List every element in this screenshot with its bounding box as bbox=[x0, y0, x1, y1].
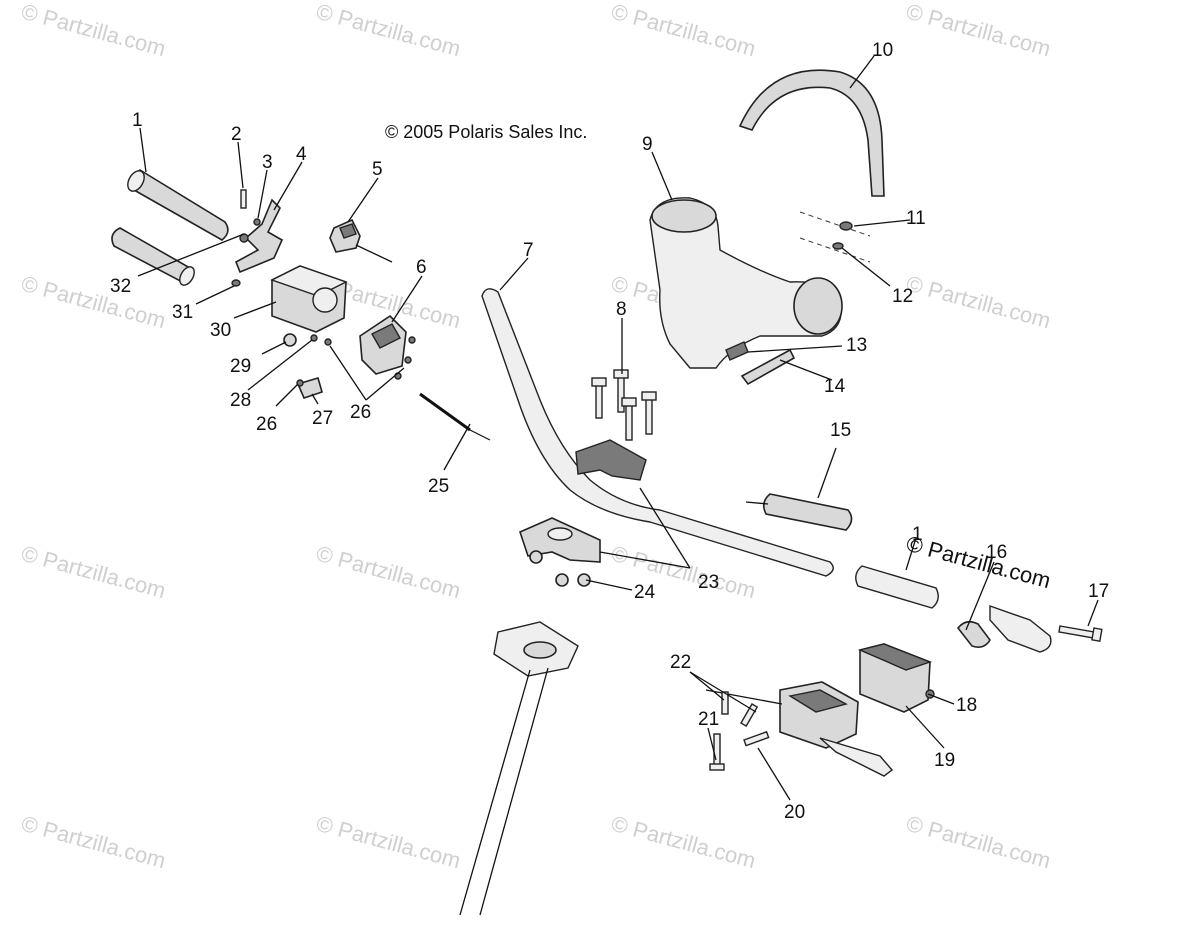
part-4-throttle-lever bbox=[234, 198, 284, 274]
callout-29: 29 bbox=[230, 356, 251, 377]
part-26-screw bbox=[324, 338, 332, 346]
callout-1-right: 1 bbox=[912, 524, 923, 545]
callout-7: 7 bbox=[523, 240, 534, 261]
callout-5: 5 bbox=[372, 159, 383, 180]
callout-11: 11 bbox=[906, 208, 926, 229]
part-29-nut bbox=[283, 333, 297, 347]
part-30-housing bbox=[270, 265, 348, 333]
watermark: © Partzilla.com bbox=[314, 0, 464, 61]
watermark: © Partzilla.com bbox=[904, 811, 1054, 874]
part-24-nut bbox=[529, 550, 543, 564]
part-20-screw bbox=[743, 730, 770, 747]
part-19-switch-housing bbox=[857, 643, 935, 713]
part-7-handlebar bbox=[481, 288, 834, 577]
part-31-nut bbox=[231, 279, 241, 287]
callout-26: 26 bbox=[350, 402, 371, 423]
watermark: © Partzilla.com bbox=[904, 0, 1054, 61]
callout-22: 22 bbox=[670, 652, 691, 673]
callout-25: 25 bbox=[428, 476, 449, 497]
callout-32: 32 bbox=[110, 276, 131, 297]
callout-4: 4 bbox=[296, 144, 307, 165]
watermark: © Partzilla.com bbox=[19, 271, 169, 334]
callout-6: 6 bbox=[416, 257, 427, 278]
watermark-dark: © Partzilla.com bbox=[904, 531, 1054, 594]
part-27-plate bbox=[296, 377, 323, 399]
callout-18: 18 bbox=[956, 695, 977, 716]
callout-1: 1 bbox=[132, 110, 143, 131]
part-10-deflector bbox=[738, 69, 885, 197]
part-5-switch bbox=[329, 218, 393, 263]
part-21-screw bbox=[709, 733, 725, 771]
callouts: 1 2 3 4 5 6 7 8 9 10 11 12 13 14 15 1 16… bbox=[110, 40, 1109, 823]
callout-15: 15 bbox=[830, 420, 851, 441]
part-2-pin bbox=[240, 189, 247, 209]
watermark: © Partzilla.com bbox=[609, 541, 759, 604]
copyright-text: © 2005 Polaris Sales Inc. bbox=[385, 122, 587, 142]
callout-14: 14 bbox=[824, 376, 846, 397]
callout-26: 26 bbox=[256, 414, 277, 435]
callout-20: 20 bbox=[784, 802, 805, 823]
part-15-grip bbox=[745, 493, 853, 531]
part-brake-master-cylinder bbox=[705, 681, 894, 777]
watermark: © Partzilla.com bbox=[904, 271, 1054, 334]
part-16-end-cap bbox=[956, 605, 1052, 653]
watermark: © Partzilla.com bbox=[19, 0, 169, 61]
watermark: © Partzilla.com bbox=[609, 0, 759, 61]
callout-3: 3 bbox=[262, 152, 273, 173]
part-26-screw bbox=[296, 379, 304, 387]
part-23-clamp-upper bbox=[575, 439, 647, 481]
part-28-screw bbox=[310, 334, 318, 342]
steering-post bbox=[459, 621, 579, 916]
part-1-grip bbox=[127, 169, 229, 241]
part-1-grip-right bbox=[855, 565, 939, 609]
part-12-screw bbox=[832, 242, 844, 250]
callout-27: 27 bbox=[312, 408, 333, 429]
callout-21: 21 bbox=[698, 709, 719, 730]
part-17-bolt bbox=[1058, 625, 1103, 643]
part-6-cover bbox=[359, 314, 416, 380]
callout-31: 31 bbox=[172, 302, 193, 323]
part-8-bolts bbox=[591, 369, 657, 441]
watermark: © Partzilla.com bbox=[19, 811, 169, 874]
part-24-nut bbox=[555, 573, 569, 587]
callout-28: 28 bbox=[230, 390, 251, 411]
callout-2: 2 bbox=[231, 124, 242, 145]
callout-9: 9 bbox=[642, 134, 653, 155]
part-9-hand-guard bbox=[649, 197, 843, 369]
part-11-clip bbox=[839, 221, 853, 231]
callout-23: 23 bbox=[698, 572, 719, 593]
part-14-strip bbox=[740, 348, 796, 386]
callout-24: 24 bbox=[634, 582, 656, 603]
watermark: © Partzilla.com bbox=[314, 811, 464, 874]
watermark: © Partzilla.com bbox=[609, 811, 759, 874]
callout-16: 16 bbox=[986, 542, 1007, 563]
part-24-nut bbox=[577, 573, 591, 587]
part-1-grip-lower bbox=[111, 227, 195, 286]
callout-17: 17 bbox=[1088, 581, 1109, 602]
watermark: © Partzilla.com bbox=[314, 541, 464, 604]
callout-10: 10 bbox=[872, 40, 893, 61]
part-3-washer bbox=[253, 218, 261, 226]
leader-lines bbox=[137, 55, 1099, 801]
guide-line bbox=[799, 237, 871, 263]
callout-13: 13 bbox=[846, 335, 867, 356]
callout-8: 8 bbox=[616, 299, 627, 320]
callout-30: 30 bbox=[210, 320, 231, 341]
part-25-cable bbox=[419, 392, 491, 441]
watermark: © Partzilla.com bbox=[19, 541, 169, 604]
callout-12: 12 bbox=[892, 286, 913, 307]
guide-line bbox=[799, 211, 871, 237]
callout-19: 19 bbox=[934, 750, 955, 771]
